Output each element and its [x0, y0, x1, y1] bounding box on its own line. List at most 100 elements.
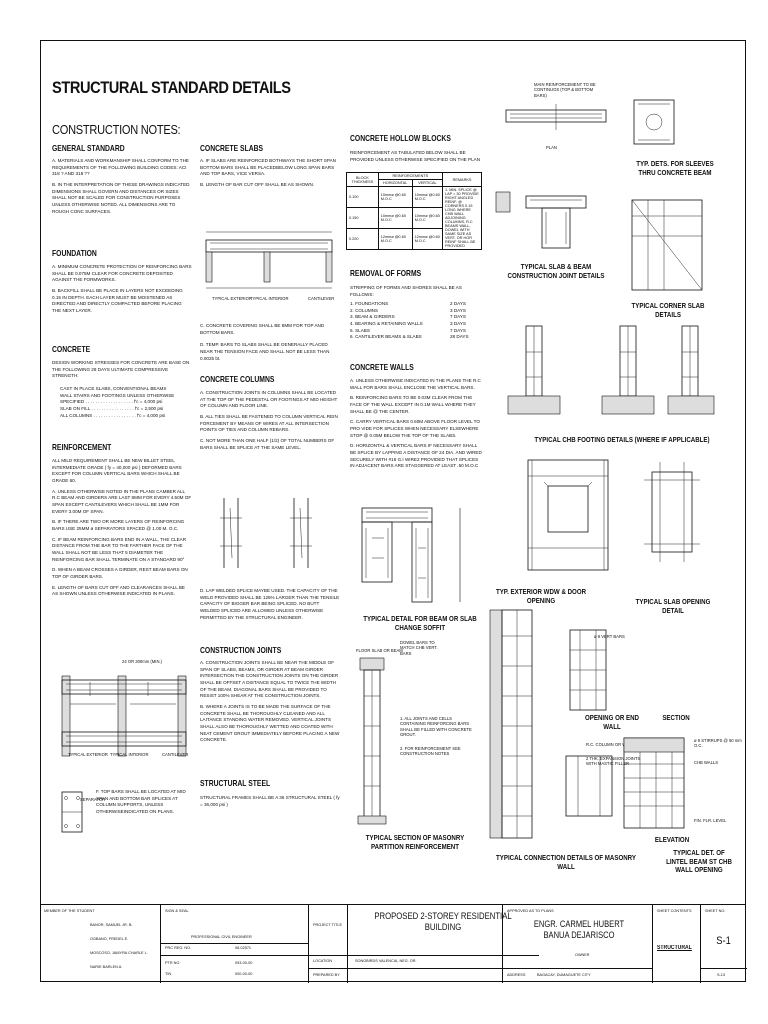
- concrete-columns-notes: A. CONSTRUCTION JOINTS IN COLUMNS SHALL …: [200, 390, 340, 455]
- note: ALL MILD REQUIREMENT SHALL BE NEW BILLET…: [52, 458, 182, 483]
- member-name: BANOR, SAMUEL JR. B.: [90, 923, 133, 927]
- note: D. WHEN A BEAM CROSSES A GIRDER, REST BE…: [52, 567, 188, 579]
- column-splice-diagram: [220, 498, 312, 568]
- chb-walls-label: CHB WALLS: [694, 760, 719, 765]
- concrete-columns-note-d: D. LAP WELDED SPLICE MAYBE USED. THE CAP…: [200, 588, 340, 620]
- concrete-slabs-heading: CONCRETE SLABS: [200, 143, 264, 153]
- note: C. CONCRETE COVERING SHALL BE 8MM FOR TO…: [200, 323, 325, 335]
- table-cell: 0.200: [346, 228, 379, 250]
- hollow-blocks-heading: CONCRETE HOLLOW BLOCKS: [350, 133, 451, 143]
- item-value: 28 DAYS: [450, 334, 469, 340]
- project-cell: PROJECT TITLE PROPOSED 2-STOREY RESIDENT…: [308, 905, 539, 983]
- table-cell: 10mmø @0.60 M.O.C: [411, 207, 444, 229]
- sheet-title: STRUCTURAL STANDARD DETAILS: [52, 78, 291, 97]
- beam-reinforcement-diagram: [61, 675, 187, 757]
- item-value: 7 DAYS: [450, 314, 466, 320]
- table-cell: 10mmø @0.60 M.O.C: [377, 186, 413, 208]
- rc-column-label: R.C. COLUMN OR WALL: [586, 742, 634, 747]
- table-cell: 0.100: [346, 186, 379, 208]
- note: C. NOT MORE THAN ONE HALF (1/2) OF TOTAL…: [200, 437, 335, 450]
- note: B. BACKFILL SHALL BE PLACE IN LAYERS NOT…: [52, 287, 183, 313]
- engineer-name: ENGR. CARMEL HUBERT BANUA DEJARISCO: [533, 919, 625, 940]
- table-header: REINFORCEMENTS: [377, 172, 444, 180]
- slab-beam-joint-diagram: [495, 104, 607, 249]
- table-header: REMARKS: [442, 172, 482, 187]
- tin-label: TIN: [165, 972, 172, 976]
- dowel-label: DOWEL BARS TO MATCH CHB VERT. BARS: [400, 640, 438, 656]
- elevation-caption: ELEVATION: [654, 835, 690, 844]
- slab-opening-diagram: [644, 462, 700, 562]
- typical-exterior-label: TYPICAL EXTERIOR: [68, 752, 108, 757]
- note: B. IF THERE ARE TWO OR MORE LAYERS OF RE…: [52, 519, 185, 531]
- item-label: 6. CANTILEVER BEAMS & SLABS: [350, 334, 422, 340]
- general-standard-heading: GENERAL STANDARD: [52, 143, 125, 153]
- corner-slab-caption: TYPICAL CORNER SLAB DETAILS: [631, 301, 705, 319]
- removal-of-forms-text: STRIPPING OF FORMS AND SHORES SHALL BE A…: [350, 285, 462, 297]
- note: B. WHERE A JOINTS IS TO BE MADE THE SURF…: [200, 703, 340, 743]
- prepared-label: PREPARED BY: [313, 973, 340, 977]
- location-label: LOCATION: [313, 959, 333, 963]
- sheet-number: S-1: [716, 935, 731, 947]
- note: CAST IN PLACE SLABS, CONVENTIONAL BEAMS: [60, 385, 167, 391]
- member-name: NARIE BARLEN A.: [90, 965, 123, 969]
- professional-label: PROFESSIONAL CIVIL ENGINEER: [191, 935, 252, 939]
- item-value: 3 DAYS: [450, 320, 466, 326]
- table-cell: 0.150: [346, 207, 379, 229]
- concrete-notes: DESIGN WORKING STRESSES FOR CONCRETE ARE…: [52, 360, 192, 419]
- reinforcement-note-f: F. TOP BARS SHALL BE LOCATED AT MID SPAN…: [96, 789, 186, 814]
- table-cell: 10mmø @0.60 M.O.C: [377, 207, 413, 229]
- corner-slab-diagram: [631, 199, 703, 291]
- table-header: VERTICAL: [411, 179, 444, 187]
- hollow-blocks-text: REINFORCEMENT AS TABULATED BELOW SHALL B…: [350, 150, 481, 162]
- reinforcement-heading: REINFORCEMENT: [52, 442, 112, 452]
- all-joints-label: 1. ALL JOINTS AND CELLS CONTAINING REINF…: [400, 716, 472, 738]
- title-block: MEMBER OF THE STUDENT BANOR, SAMUEL JR. …: [40, 904, 747, 983]
- note: A. CONSTRUCTION JOINTS IN COLUMNS SHALL …: [200, 390, 338, 409]
- owner-label: OWNER: [575, 953, 590, 957]
- hollow-blocks-table: BLOCK THICKNESS REINFORCEMENTS REMARKS H…: [346, 172, 482, 250]
- item-value: 7 DAYS: [450, 327, 466, 333]
- ptr-value: 093-00-00: [235, 961, 253, 965]
- typical-interior-label: TYPICAL INTERIOR: [110, 752, 149, 757]
- note: A. CONSTRUCTION JOINTS SHALL BE NEAR THE…: [200, 660, 339, 699]
- cantilever-label: CANTILEVER: [308, 296, 335, 301]
- member-name: MOSCOSO, JAMYRA CHARLE L.: [90, 951, 148, 955]
- lintel-caption: TYPICAL DET. OF LINTEL BEAM ST CHB WALL …: [666, 848, 732, 875]
- table-cell: 12mmø @0.60 M.O.C: [411, 228, 444, 250]
- note: SPECIFIED . . . . . . . . . . . . . . . …: [60, 399, 163, 405]
- slab-beam-caption: TYPICAL SLAB & BEAM CONSTRUCTION JOINT D…: [507, 262, 605, 280]
- table-cell: 12mmø @0.60 M.O.C: [377, 228, 413, 250]
- general-standard-notes: A. MATERIALS AND WORKMANSHIP SHALL CONFO…: [52, 158, 192, 219]
- note: D. TEMP. BARS TO SLABS SHALL BE GENERALL…: [200, 342, 330, 361]
- drawing-sheet: [40, 40, 746, 982]
- table-row: 0.150 10mmø @0.60 M.O.C 10mmø @0.60 M.O.…: [346, 207, 482, 229]
- address-value: BAGACAY, DUMAGUETE CITY: [537, 973, 591, 977]
- slab-opening-caption: TYPICAL SLAB OPENING DETAIL: [635, 597, 711, 615]
- note: C. CARRY VERTICAL BARS 0.50M ABOVE FLOOR…: [350, 419, 480, 438]
- construction-joints-heading: CONSTRUCTION JOINTS: [200, 645, 282, 655]
- chb-footing-diagram: [507, 325, 715, 415]
- note: E. LENGTH OF BARS CUT OFF AND CLEARANCES…: [52, 584, 185, 597]
- location-value: SONGBIRDS VALENCIA, NEG. OR.: [355, 959, 417, 963]
- contents-cell: SHEET CONTENTS STRUCTURAL: [652, 905, 700, 983]
- section-caption: SECTION: [662, 713, 690, 722]
- sheet-contents-label: SHEET CONTENTS: [657, 909, 692, 913]
- structural-steel-heading: STRUCTURAL STEEL: [200, 778, 271, 788]
- address-label: ADDRESS: [507, 973, 526, 977]
- concrete-walls-notes: A. UNLESS OTHERWISE INDICATED IN THE PLA…: [350, 378, 482, 474]
- tin-value: 000-00-00: [235, 972, 253, 976]
- opening-end-caption: OPENING OR END WALL: [585, 713, 639, 731]
- table-cell: 10mmø @0.60 M.O.C: [411, 186, 444, 208]
- note: B. LENGTH OF BAR CUT OFF SHALL BE AS SHO…: [200, 181, 315, 187]
- note: SLAB ON FILL . . . . . . . . . . . . . .…: [60, 405, 164, 411]
- exterior-window-diagram: [527, 459, 609, 571]
- slab-bar-cutoff-diagram: [205, 231, 333, 289]
- note: C. IF BEAM REINFORCING BARS END IN A WAL…: [52, 536, 187, 562]
- note: A. IF SLABS ARE REINFORCED BOTHWAYS THE …: [200, 158, 336, 177]
- item-label: 3. BEAM & GIRDERS: [350, 314, 395, 320]
- soffit-caption: TYPICAL DETAIL FOR BEAM OR SLAB CHANGE S…: [363, 614, 477, 632]
- project-title-label: PROJECT TITLE: [313, 923, 342, 927]
- list-item: 3. BEAM & GIRDERS 7 DAYS: [350, 314, 480, 321]
